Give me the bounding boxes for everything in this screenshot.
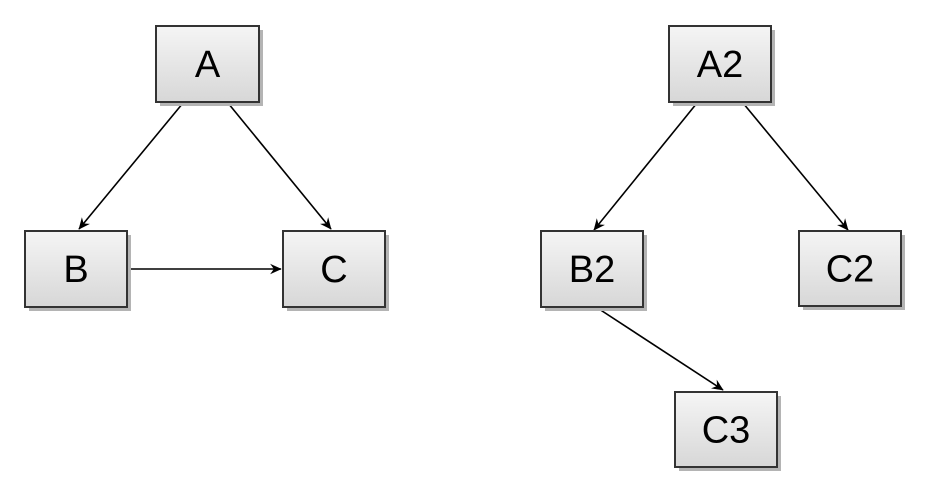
node-A: A [155,25,263,106]
edge-B2-C3 [595,306,724,391]
node-box [155,25,260,103]
node-box [282,230,386,308]
node-box [668,25,772,103]
node-B: B [24,230,131,311]
node-label: B2 [569,249,615,291]
node-A2: A2 [668,25,775,106]
node-label: A2 [697,44,743,86]
node-C2: C2 [798,230,905,310]
node-C: C [282,230,389,311]
node-label: C2 [826,249,875,291]
node-label: C [320,249,347,291]
node-C3: C3 [674,391,781,471]
node-box [798,230,902,307]
node-box [540,230,644,308]
node-label: C3 [702,410,751,452]
node-label: B [63,249,88,291]
edge-A-B [78,102,184,230]
edge-A-C [227,102,332,230]
edge-A2-B2 [593,102,698,231]
node-box [24,230,128,308]
node-B2: B2 [540,230,647,311]
node-box [674,391,778,468]
edge-A2-C2 [742,102,849,231]
node-label: A [195,44,221,86]
